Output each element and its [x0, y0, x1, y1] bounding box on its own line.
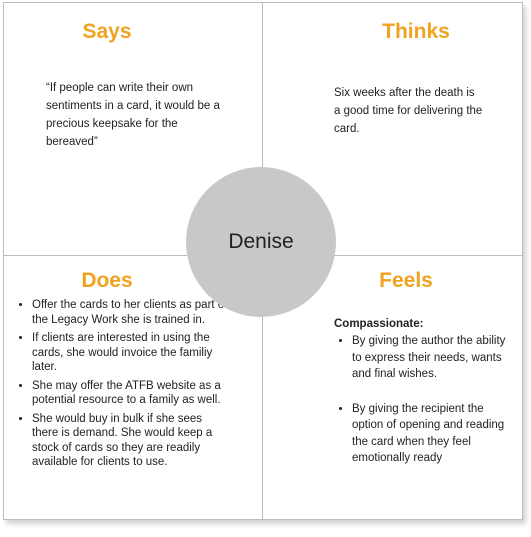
- list-item: Offer the cards to her clients as part o…: [32, 298, 228, 327]
- feels-subheading: Compassionate:: [334, 318, 424, 330]
- does-list: Offer the cards to her clients as part o…: [18, 298, 228, 474]
- feels-heading: Feels: [379, 269, 433, 292]
- empathy-map: Says “If people can write their own sent…: [3, 2, 523, 520]
- list-item: If clients are interested in using the c…: [32, 331, 228, 375]
- thinks-heading: Thinks: [382, 20, 450, 43]
- feels-list: By giving the author the ability to expr…: [338, 333, 512, 485]
- list-item: By giving the author the ability to expr…: [352, 333, 512, 383]
- says-heading: Says: [82, 20, 132, 43]
- does-heading: Does: [81, 269, 133, 292]
- thinks-text: Six weeks after the death is a good time…: [334, 87, 483, 135]
- persona-circle: Denise: [186, 167, 336, 317]
- persona-name: Denise: [228, 230, 294, 253]
- says-quote: “If people can write their own sentiment…: [46, 82, 220, 148]
- list-item: She would buy in bulk if she sees there …: [32, 412, 228, 470]
- list-item: By giving the recipient the option of op…: [352, 401, 512, 467]
- list-item: She may offer the ATFB website as a pote…: [32, 379, 228, 408]
